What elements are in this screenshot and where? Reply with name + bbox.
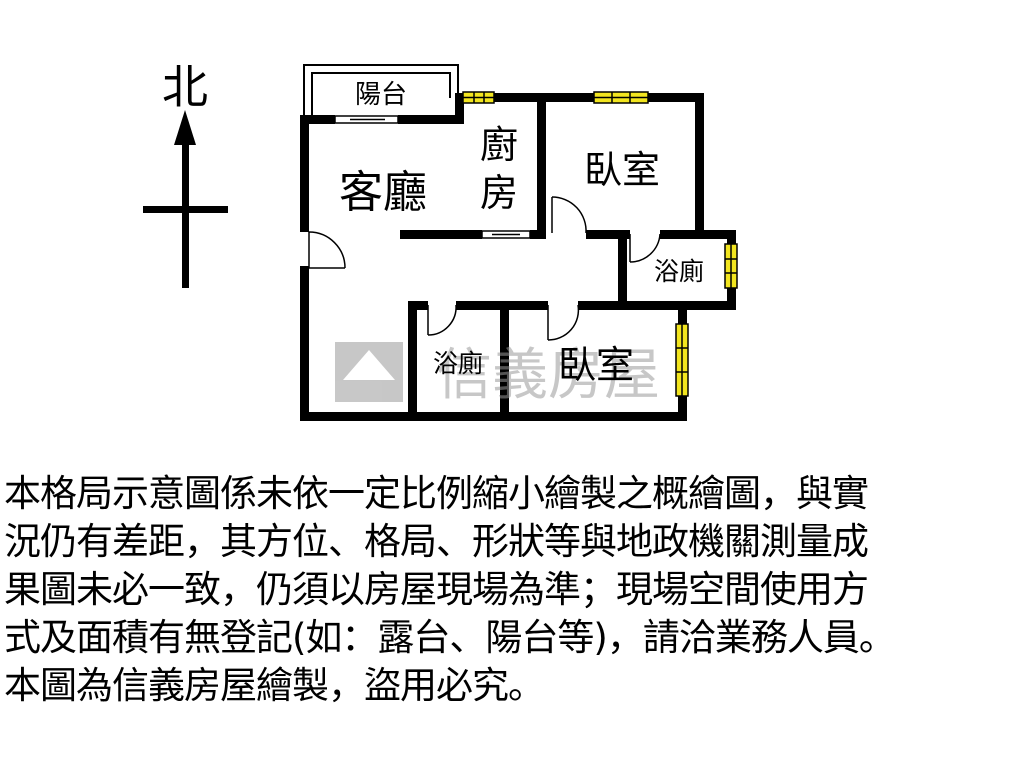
disclaimer-line: 式及面積有無登記(如：露台、陽台等)，請洽業務人員。 <box>4 616 896 659</box>
sliding-doors <box>334 115 531 239</box>
window-kitchen <box>462 91 495 104</box>
balcony-outline <box>303 64 459 118</box>
room-label-bathroom-2: 浴廁 <box>433 349 483 378</box>
swing-doors <box>308 196 661 341</box>
floor-plan: 北 <box>143 60 738 421</box>
room-label-bathroom-1: 浴廁 <box>654 257 704 286</box>
disclaimer-line: 果圖未必一致，仍須以房屋現場為準；現場空間使用方 <box>4 568 869 611</box>
room-label-bedroom-1: 臥室 <box>584 148 660 192</box>
watermark: 信義房屋 <box>335 342 660 408</box>
north-compass: 北 <box>143 60 228 288</box>
window-bedroom-2 <box>675 323 689 397</box>
disclaimer-line: 況仍有差距，其方位、格局、形狀等與地政機關測量成 <box>4 520 869 563</box>
room-label-kitchen-top: 廚 <box>480 123 518 167</box>
disclaimer-text: 本格局示意圖係未依一定比例縮小繪製之概繪圖，與實 況仍有差距，其方位、格局、形狀… <box>4 470 1014 710</box>
room-label-balcony: 陽台 <box>355 80 407 110</box>
north-label: 北 <box>162 60 208 114</box>
windows <box>462 91 738 397</box>
room-label-kitchen-bottom: 房 <box>480 171 518 215</box>
north-arrow-icon <box>174 110 196 145</box>
window-bathroom-1 <box>724 243 738 289</box>
watermark-brand: 信義房屋 <box>436 343 660 408</box>
disclaimer-line: 本格局示意圖係未依一定比例縮小繪製之概繪圖，與實 <box>4 472 869 515</box>
disclaimer-line: 本圖為信義房屋繪製，盜用必究。 <box>4 664 545 707</box>
room-label-living-room: 客廳 <box>339 167 427 218</box>
window-bedroom-1 <box>593 91 649 104</box>
room-label-bedroom-2: 臥室 <box>558 343 634 387</box>
